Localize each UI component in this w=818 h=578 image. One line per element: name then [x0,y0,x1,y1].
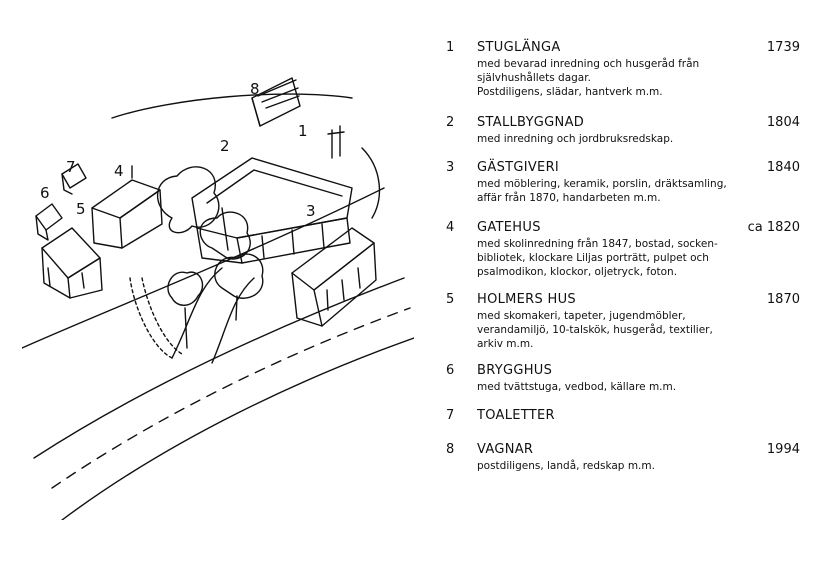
curve-path [111,93,353,119]
building-3-gastgiveri [291,227,377,327]
building-7-toaletter [61,163,87,195]
entry-description: med bevarad inredning och husgeråd från … [477,58,700,98]
map-label-3: 3 [306,202,316,220]
entry-title: TOALETTER [477,408,555,423]
entry-description: med inredning och jordbruksredskap. [477,133,674,145]
entry-year: 1870 [766,292,800,307]
entry-title: VAGNAR [477,442,534,457]
entry-title: STUGLÄNGA [477,40,561,55]
road-lower-edge-1 [33,277,405,459]
entry-number: 1 [446,40,455,55]
entry-title: HOLMERS HUS [477,292,576,307]
bell-post [327,125,345,159]
map-label-5: 5 [76,200,86,218]
entry-number: 6 [446,363,455,378]
entry-title: GÄSTGIVERI [477,160,560,175]
map-label-6: 6 [40,184,50,202]
building-5-holmers [41,227,103,299]
road-lower-edge-2 [61,337,414,520]
entry-year: 1739 [766,40,800,55]
hedge-2 [141,277,183,355]
entry-title: STALLBYGGNAD [477,115,585,130]
entry-number: 4 [446,220,455,235]
building-8-vagnar [251,77,301,127]
entry-number: 2 [446,115,455,130]
entry-year: 1804 [766,115,800,130]
entry-number: 3 [446,160,455,175]
entry-description: med skomakeri, tapeter, jugendmöbler, ve… [477,310,713,350]
entry-title: GATEHUS [477,220,541,235]
entry-description: med skolinredning från 1847, bostad, soc… [477,238,718,278]
entry-description: postdiligens, landå, redskap m.m. [477,460,655,472]
entry-description: med möblering, keramik, porslin, dräktsa… [477,178,727,204]
road-center-dashes [51,307,411,489]
building-1-2-stuglanga [191,157,353,264]
trees [156,166,264,349]
map-label-7: 7 [66,158,76,176]
hedge [129,277,173,359]
road-outer-edge [22,187,385,349]
building-4-gatehus [91,165,163,249]
entry-number: 5 [446,292,455,307]
entry-year: 1840 [766,160,800,175]
entry-year: 1994 [766,442,800,457]
entry-number: 8 [446,442,455,457]
path-to-yard-2 [211,277,255,364]
map-label-1: 1 [298,122,308,140]
map-label-4: 4 [114,162,124,180]
entry-year: ca 1820 [747,220,800,235]
map-label-8: 8 [250,80,260,98]
map-label-2: 2 [220,137,230,155]
curve-path-2 [361,147,381,219]
site-map-drawing: 1 2 3 4 5 6 7 8 [22,58,414,520]
site-map-svg: 1 2 3 4 5 6 7 8 [22,77,414,520]
entry-title: BRYGGHUS [477,363,553,378]
entry-description: med tvättstuga, vedbod, källare m.m. [477,381,677,393]
building-6-brygghus [35,203,63,241]
entry-number: 7 [446,408,455,423]
